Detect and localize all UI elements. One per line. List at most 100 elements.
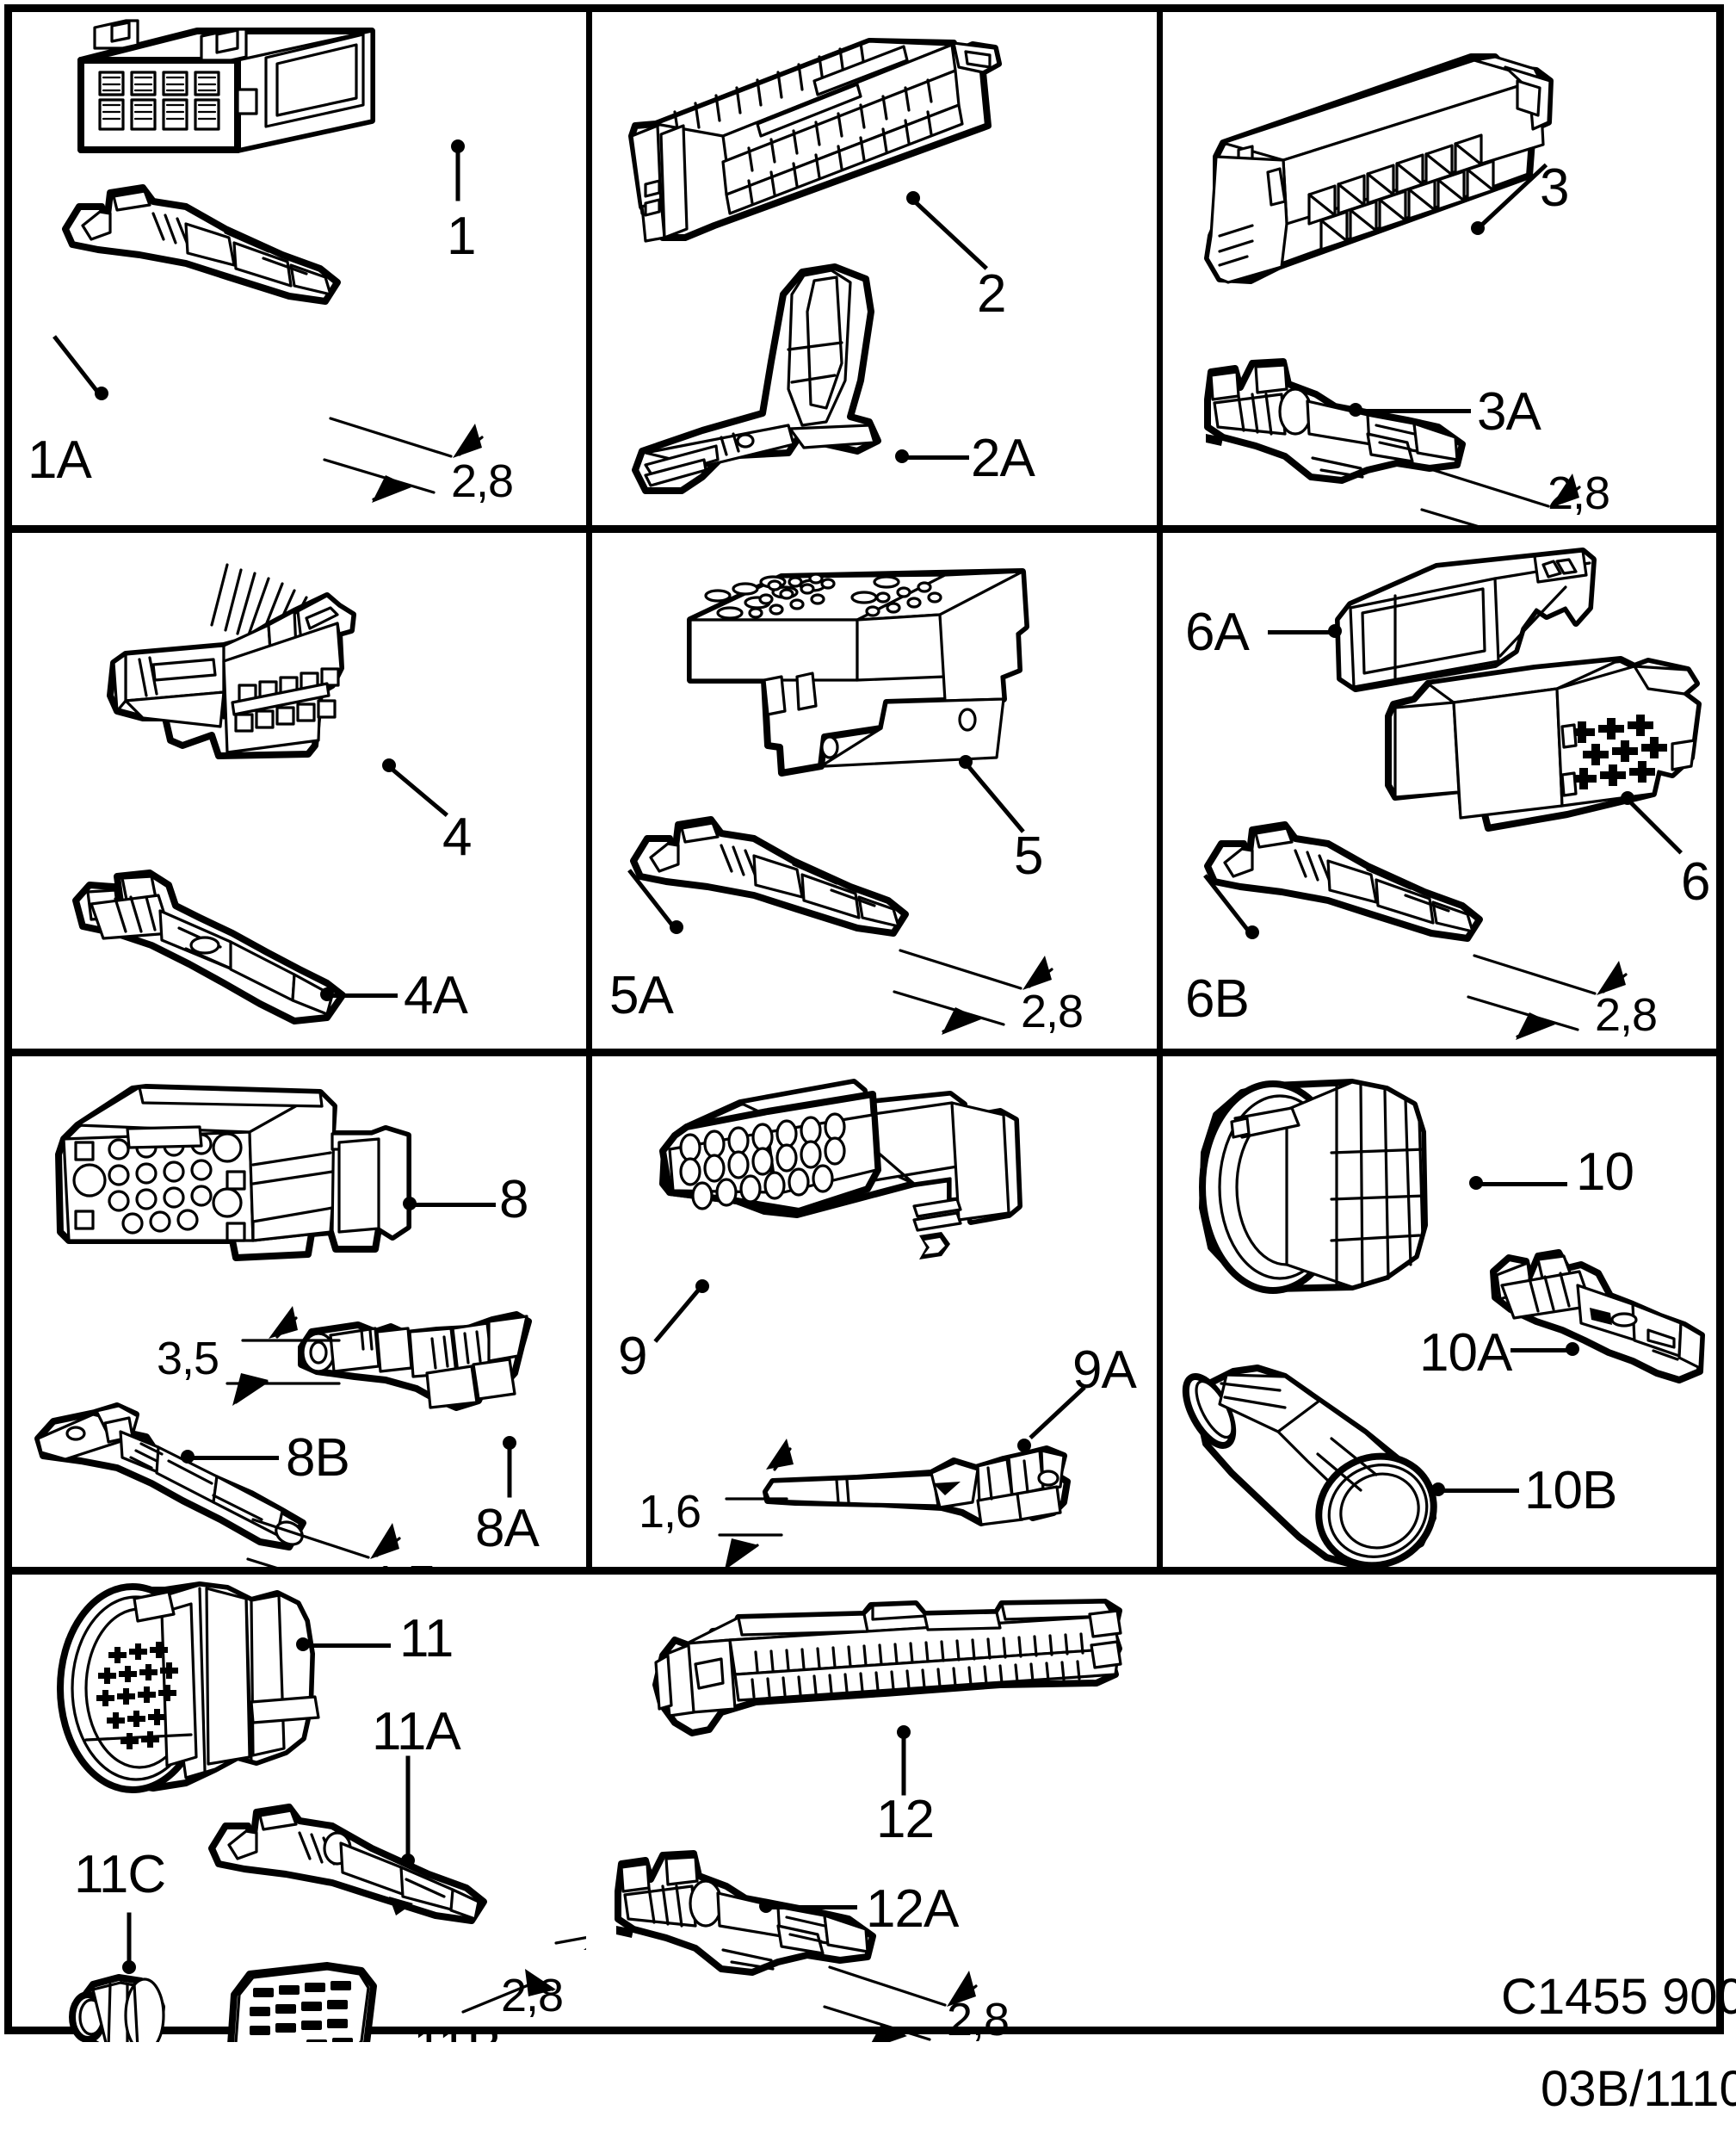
- dimension-value-8-17: 1,7: [372, 1559, 435, 1567]
- connector-housing-1-art: [46, 19, 391, 174]
- leader-dot-11B: [334, 2039, 348, 2042]
- dimension-value-6: 2,8: [1595, 989, 1658, 1041]
- cell-6: 6A: [1163, 534, 1716, 1049]
- grid-vline-right: [1157, 12, 1163, 1567]
- part-ref-2A: 2A: [971, 429, 1035, 488]
- part-ref-1A: 1A: [28, 430, 92, 490]
- leader-dot-10A: [1566, 1342, 1579, 1356]
- part-ref-10A: 10A: [1419, 1323, 1512, 1383]
- leader-dot-12: [897, 1725, 911, 1739]
- leader-10A: [1511, 1348, 1571, 1352]
- terminal-2A-art: [620, 260, 964, 501]
- leader-dot-9: [695, 1279, 709, 1293]
- cell-8: 8 8A: [12, 1056, 586, 1567]
- part-ref-11A: 11A: [372, 1702, 461, 1761]
- part-ref-4A: 4A: [404, 966, 468, 1025]
- cell-5: 5 5A: [592, 534, 1157, 1049]
- dimension-value-5: 2,8: [1021, 986, 1084, 1037]
- part-ref-12A: 12A: [866, 1879, 959, 1939]
- cell-9: 9 9A: [592, 1056, 1157, 1567]
- part-ref-6: 6: [1681, 852, 1710, 912]
- dimension-marks-5: [893, 949, 1053, 1035]
- leader-dot-8A: [503, 1436, 516, 1450]
- leader-dot-11A: [401, 1854, 415, 1867]
- part-ref-2: 2: [977, 264, 1006, 324]
- leader-dot-2: [906, 191, 920, 205]
- round-connector-11-art: [31, 1580, 332, 1812]
- cell-11: 11 11A: [12, 1575, 586, 2042]
- dimension-marks-3: [1420, 467, 1581, 525]
- part-ref-8B: 8B: [286, 1428, 350, 1488]
- part-ref-1: 1: [447, 207, 476, 266]
- leader-8: [415, 1203, 496, 1207]
- leader-dot-10: [1469, 1176, 1483, 1190]
- leader-6A: [1268, 630, 1338, 634]
- terminal-6B-art: [1199, 813, 1509, 968]
- connector-housing-6-art: [1380, 654, 1715, 844]
- dimension-value-12: 2,8: [947, 1994, 1010, 2042]
- leader-9A: [1029, 1385, 1086, 1439]
- leader-11C: [127, 1912, 132, 1965]
- leader-dot-4: [382, 758, 396, 772]
- terminal-4A-art: [69, 870, 353, 1033]
- terminal-1A-art: [57, 176, 367, 313]
- part-ref-3: 3: [1540, 158, 1569, 218]
- connector-housing-3-art: [1178, 33, 1583, 308]
- leader-dot-9A: [1017, 1439, 1031, 1452]
- leader-dot-1A: [95, 387, 108, 400]
- part-ref-8: 8: [499, 1170, 528, 1229]
- cover-6A-art: [1331, 544, 1607, 699]
- boot-10B-art: [1182, 1359, 1459, 1567]
- part-ref-11B: 11B: [413, 2021, 503, 2043]
- dimension-value-3: 2,8: [1548, 467, 1610, 519]
- wired-connector-4-art: [64, 558, 425, 808]
- leader-dot-12A: [759, 1899, 773, 1913]
- dimension-marks-9: [718, 1439, 794, 1567]
- leader-1: [455, 147, 460, 201]
- grid-vline-left: [586, 12, 592, 1567]
- part-ref-6A: 6A: [1185, 603, 1250, 662]
- dimension-marks-1: [323, 417, 484, 503]
- leader-8B: [193, 1456, 279, 1460]
- seal-pad-11B-art: [219, 1960, 391, 2042]
- leader-dot-1: [451, 139, 465, 153]
- leader-dot-6B: [1245, 925, 1259, 939]
- leader-dot-4A: [320, 987, 334, 1001]
- parts-plate-frame: 1 1A 2,8: [4, 4, 1724, 2042]
- part-ref-4: 4: [442, 808, 472, 867]
- leader-12A: [771, 1905, 857, 1909]
- connector-housing-8-art: [36, 1068, 423, 1318]
- leader-2A: [907, 455, 969, 460]
- part-ref-8A: 8A: [475, 1499, 540, 1558]
- leader-dot-2A: [895, 449, 909, 463]
- cell-2: 2 2A: [592, 12, 1157, 525]
- leader-dot-8B: [181, 1450, 195, 1464]
- leader-8A: [507, 1444, 512, 1498]
- terminal-11A-art: [203, 1795, 487, 1950]
- dimension-marks-12: [823, 1965, 978, 2042]
- part-ref-11C: 11C: [74, 1845, 166, 1904]
- multi-pin-housing-2-art: [611, 22, 1041, 281]
- leader-dot-6A: [1328, 624, 1342, 638]
- dimension-marks-8-35: [225, 1306, 341, 1406]
- part-ref-11: 11: [399, 1609, 454, 1668]
- round-connector-10-art: [1183, 1070, 1467, 1328]
- dimension-value-9: 1,6: [639, 1486, 701, 1538]
- connector-block-5-art: [661, 551, 1066, 801]
- dimension-value-1: 2,8: [451, 455, 514, 507]
- part-ref-5: 5: [1014, 826, 1043, 886]
- leader-dot-3A: [1349, 403, 1362, 417]
- leader-dot-11: [296, 1637, 310, 1651]
- part-ref-9: 9: [618, 1327, 647, 1386]
- dimension-value-8-35: 3,5: [157, 1333, 219, 1384]
- dimension-value-11: 2,8: [501, 1970, 564, 2021]
- leader-4A: [332, 993, 398, 998]
- part-ref-10B: 10B: [1524, 1461, 1617, 1520]
- terminal-3A-art: [1199, 355, 1483, 501]
- grid-hline-3: [12, 1567, 1716, 1575]
- pin-terminal-9A-art: [761, 1444, 1122, 1556]
- strip-connector-12-art: [627, 1595, 1126, 1750]
- leader-dot-11C: [122, 1960, 136, 1974]
- cell-1: 1 1A 2,8: [12, 12, 586, 525]
